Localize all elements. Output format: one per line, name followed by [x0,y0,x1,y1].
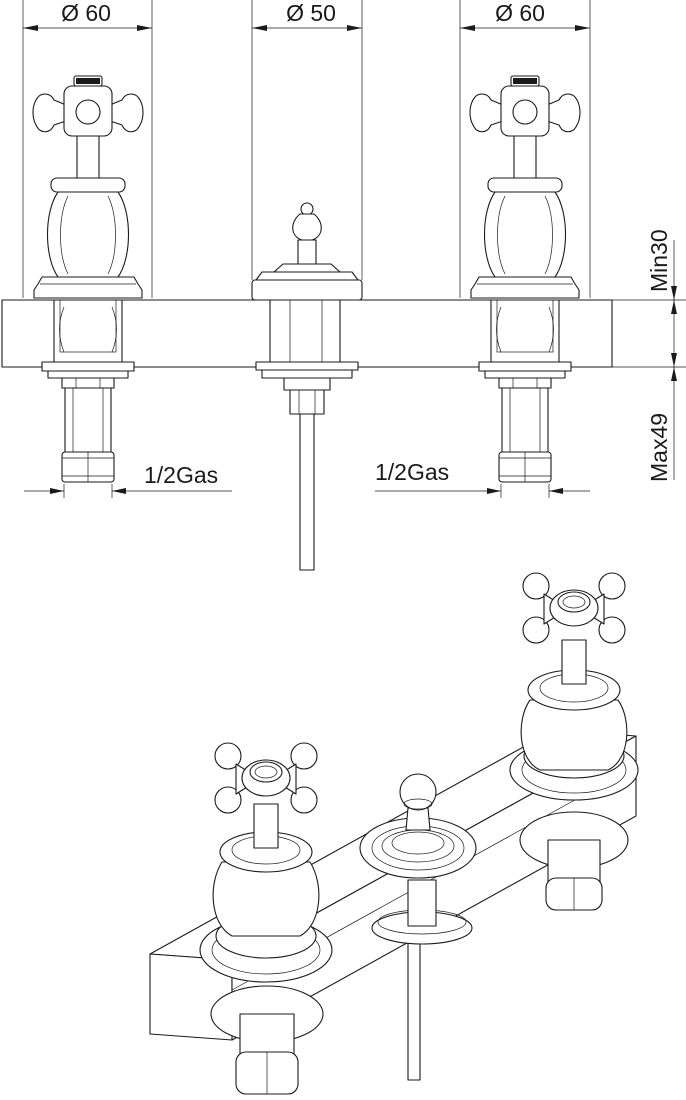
center-spout-elevation [251,202,363,571]
dimension-label-spout-diameter: Ø 50 [286,0,336,26]
dimension-label-left-connection: 1/2Gas [144,462,218,488]
elevation-view: Ø 60 Ø 50 Ø 60 Min30 Max49 [1,0,686,571]
dimension-left-connection: 1/2Gas [24,462,232,498]
dimension-right-connection: 1/2Gas [375,459,590,498]
dimension-label-deck-min: Min30 [646,229,672,292]
iso-center-spout [359,773,477,1081]
dimension-shank-max: Max49 [646,300,677,482]
left-handle-elevation [32,75,144,483]
dimension-label-right-connection: 1/2Gas [375,459,449,485]
dimension-spout-diameter: Ø 50 [252,0,362,31]
dimension-label-shank-max: Max49 [646,413,672,482]
dimension-label-right-diameter: Ø 60 [495,0,545,26]
isometric-view [149,572,639,1095]
dimension-right-diameter: Ø 60 [460,0,590,31]
right-handle-elevation [469,75,581,483]
iso-left-handle [199,742,333,1095]
dimension-label-left-diameter: Ø 60 [61,0,111,26]
dimension-deck-min: Min30 [646,229,677,300]
dimension-extension-lines [22,0,686,368]
dimension-left-diameter: Ø 60 [23,0,152,31]
iso-right-handle [509,572,639,911]
